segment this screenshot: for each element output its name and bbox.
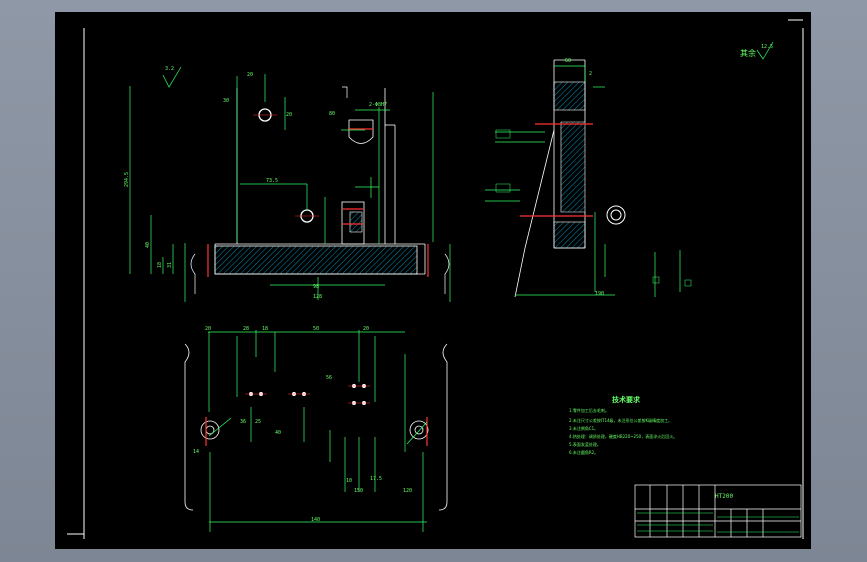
dim-top-25: 25 [255, 419, 261, 425]
tech-item-6: 6.未注圆角R2。 [569, 449, 598, 455]
dim-top-14: 14 [193, 449, 199, 455]
side-view: 60 190 2 其余 12.5 [485, 41, 774, 298]
dim-2: 2 [589, 71, 592, 77]
dim-128: 128 [313, 294, 322, 300]
dim-top-56: 56 [326, 375, 332, 381]
tech-item-3: 3.未注倒角C1。 [569, 425, 598, 431]
dim-top-50: 50 [313, 326, 319, 332]
front-view: 3.2 20 30 20 73.5 294.5 40 18 31 128 98 … [124, 66, 451, 302]
surface-finish-label: 3.2 [165, 66, 174, 72]
dim-30-left: 30 [223, 98, 229, 104]
dim-top-140: 140 [311, 517, 320, 523]
title-block: HT200 [634, 484, 802, 538]
hole-callout: 2-Φ8H7 [369, 102, 387, 108]
dim-top-150: 150 [354, 488, 363, 494]
dim-80: 80 [329, 111, 335, 117]
dim-top-120: 120 [403, 488, 412, 494]
rough-value: 12.5 [761, 44, 773, 50]
tech-item-4: 4.热处理：调质处理，硬度HB220~250，表面淬火后回火。 [569, 433, 677, 439]
rough-label: 其余 [740, 48, 756, 58]
dim-top-17-5: 17.5 [370, 476, 382, 482]
dim-60: 60 [565, 58, 571, 64]
dim-top-18: 18 [262, 326, 268, 332]
dim-190: 190 [595, 291, 604, 297]
technical-requirements: 技术要求 1.零件加工后去毛刺。 2.未注尺寸公差按IT14级，未注形位公差按K… [569, 395, 677, 455]
dim-top-10: 10 [346, 478, 352, 484]
dim-73-5: 73.5 [266, 178, 278, 184]
top-view: 20 28 18 50 20 56 36 25 40 14 10 17.5 12… [184, 326, 448, 532]
dim-top-40: 40 [275, 430, 281, 436]
dim-20-top: 20 [247, 72, 253, 78]
dim-18: 18 [157, 262, 163, 268]
dim-294-5: 294.5 [124, 172, 130, 187]
dim-40: 40 [145, 242, 151, 248]
dim-top-20: 20 [205, 326, 211, 332]
dim-top-36: 36 [240, 419, 246, 425]
tech-item-1: 1.零件加工后去毛刺。 [569, 407, 609, 413]
dim-20-side: 20 [286, 112, 292, 118]
material-label: HT200 [715, 493, 733, 500]
cad-drawing-sheet: 3.2 20 30 20 73.5 294.5 40 18 31 128 98 … [55, 12, 811, 549]
dim-31: 31 [167, 262, 173, 268]
tech-title: 技术要求 [612, 395, 641, 404]
dim-top-28: 28 [243, 326, 249, 332]
tech-item-2: 2.未注尺寸公差按IT14级，未注形位公差按K级精度加工。 [569, 417, 672, 423]
dim-98: 98 [313, 284, 319, 290]
tech-item-5: 5.表面发蓝处理。 [569, 441, 601, 447]
sheet-border [67, 19, 804, 539]
dim-top-20b: 20 [363, 326, 369, 332]
drawing-svg: 3.2 20 30 20 73.5 294.5 40 18 31 128 98 … [67, 19, 804, 539]
